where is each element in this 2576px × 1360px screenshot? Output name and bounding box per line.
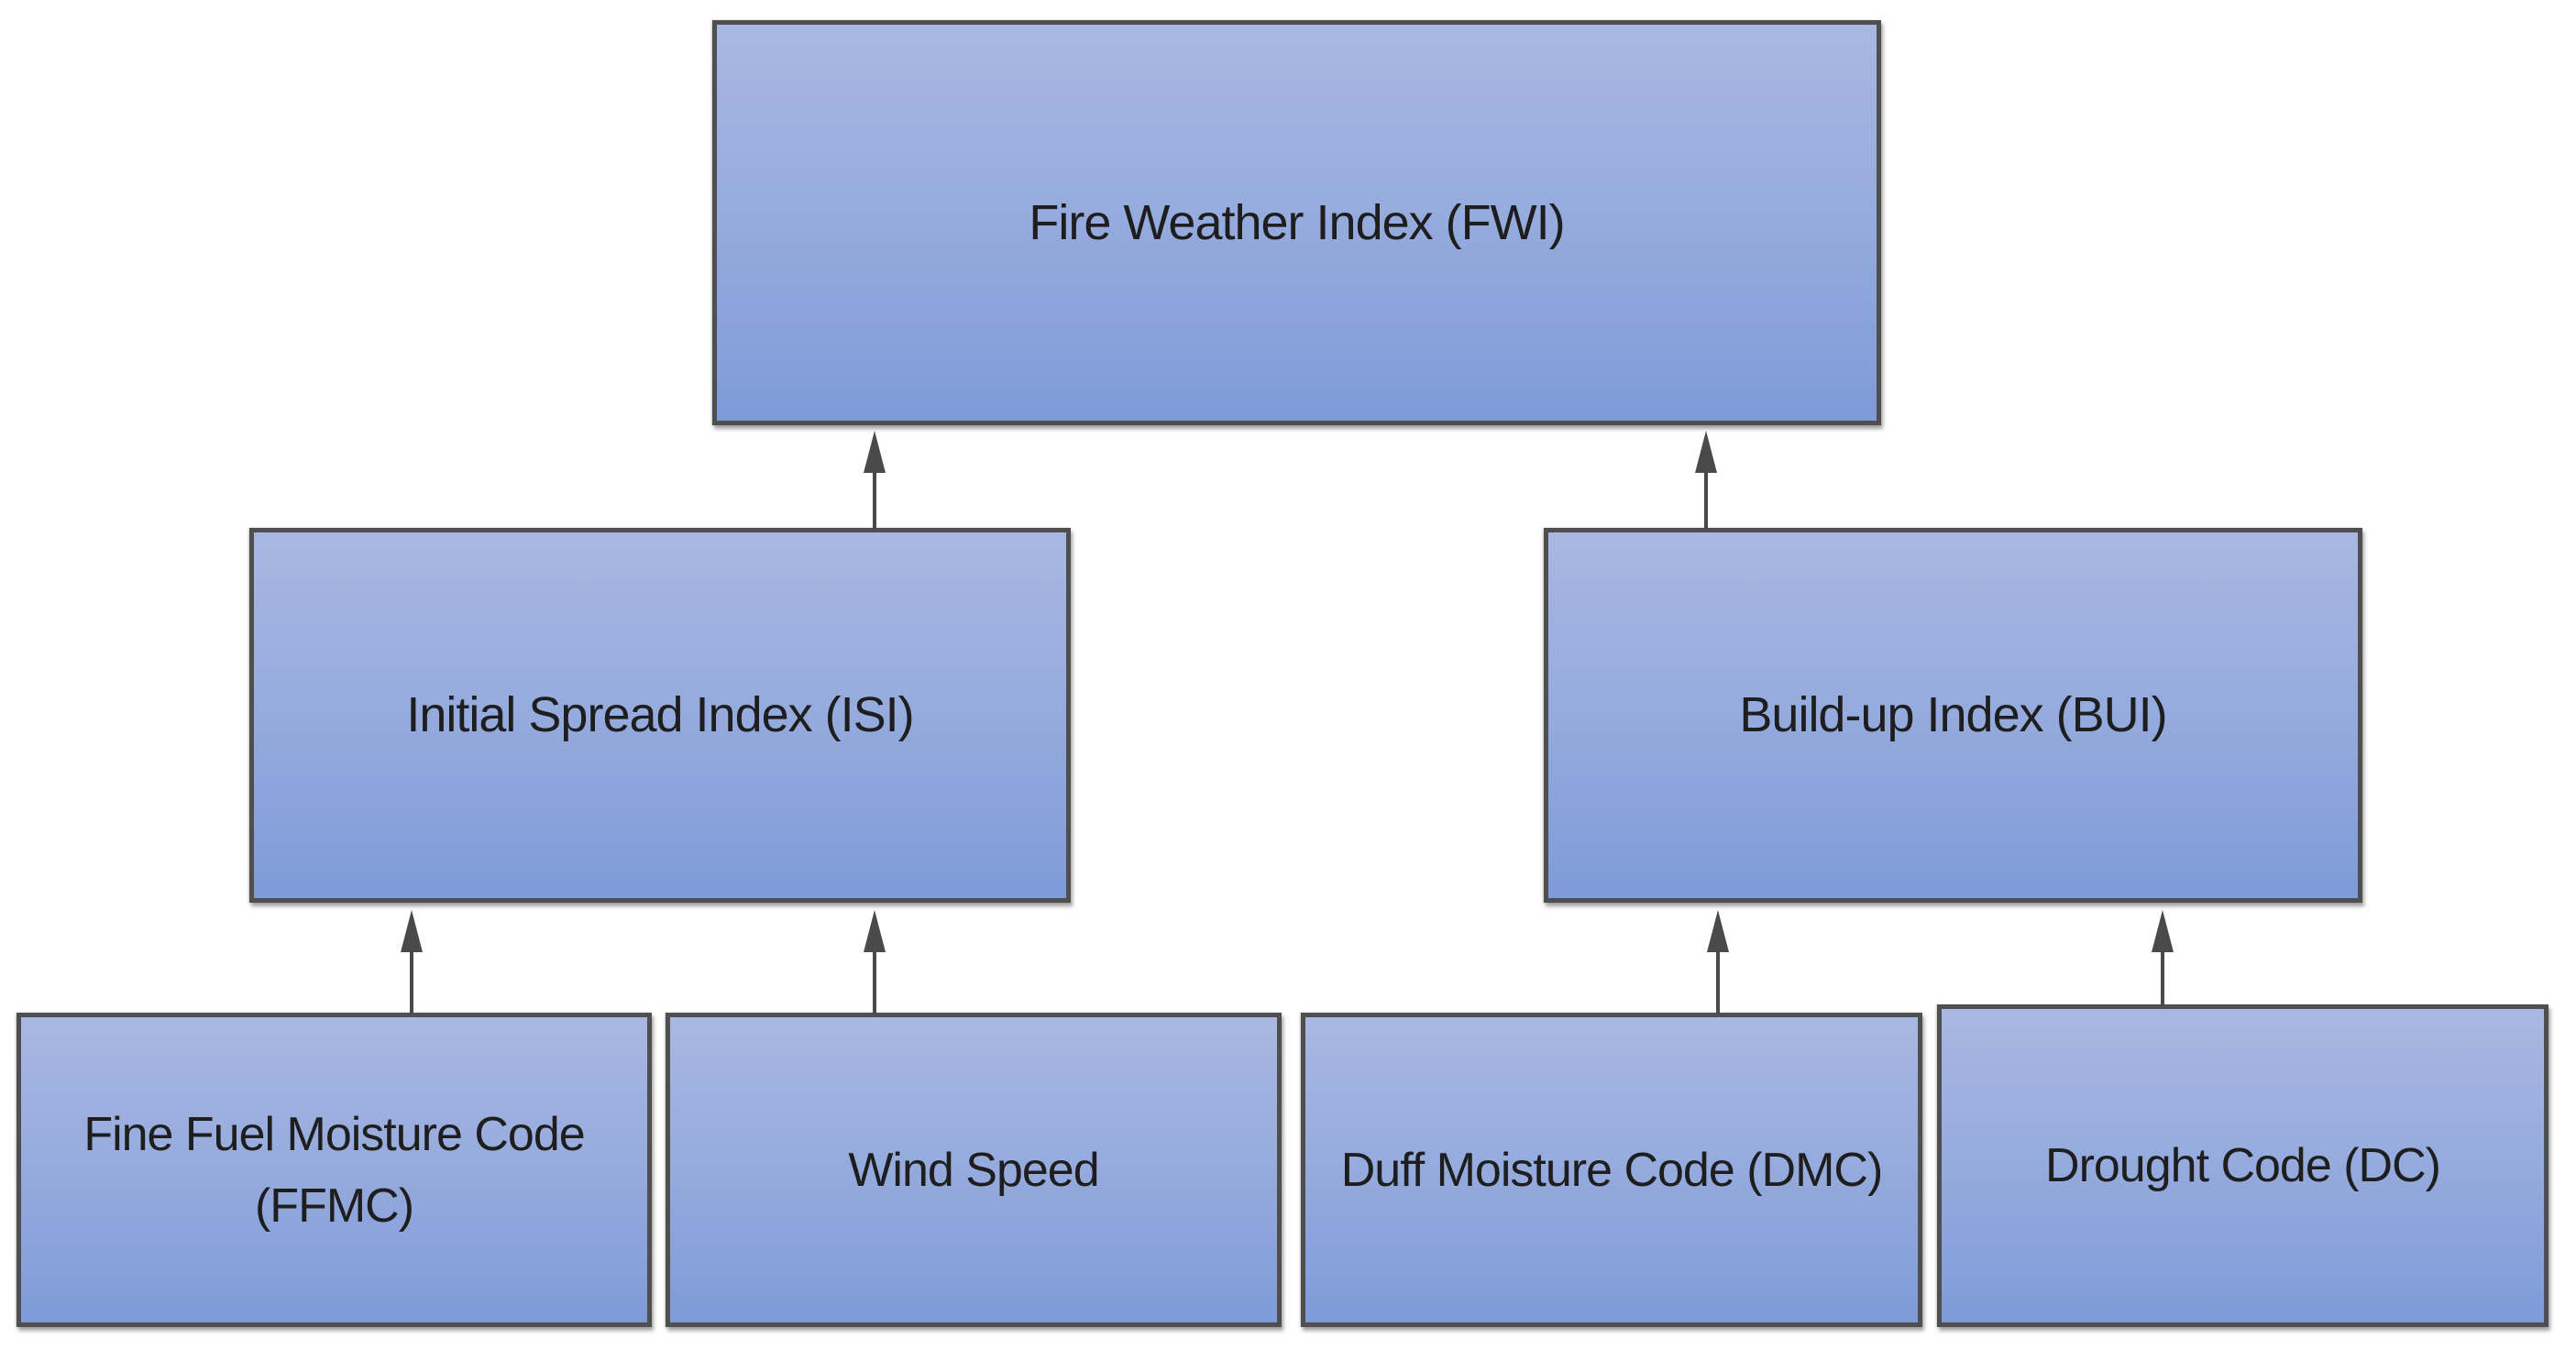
arrow-ffmc-to-isi	[400, 910, 424, 1015]
arrow-ffmc-to-isi-head	[401, 910, 423, 952]
node-initial-spread-index: Initial Spread Index (ISI)	[249, 528, 1071, 903]
node-fire-weather-index-label: Fire Weather Index (FWI)	[1029, 194, 1565, 250]
node-drought-code-label: Drought Code (DC)	[2045, 1139, 2441, 1192]
node-duff-moisture-code: Duff Moisture Code (DMC)	[1301, 1013, 1922, 1327]
node-drought-code: Drought Code (DC)	[1937, 1004, 2548, 1327]
arrow-dmc-to-bui-head	[1707, 910, 1729, 952]
node-fine-fuel-moisture-code: Fine Fuel Moisture Code (FFMC)	[17, 1013, 652, 1327]
node-wind-speed-label: Wind Speed	[848, 1143, 1099, 1197]
arrow-isi-to-fwi-head	[864, 431, 886, 473]
arrow-dc-to-bui-head	[2152, 910, 2174, 952]
node-build-up-index-label: Build-up Index (BUI)	[1739, 687, 2167, 742]
arrow-dmc-to-bui	[1706, 910, 1730, 1015]
arrow-bui-to-fwi-line	[1704, 467, 1708, 530]
arrow-isi-to-fwi	[863, 431, 886, 530]
arrow-bui-to-fwi-head	[1695, 431, 1717, 473]
node-duff-moisture-code-label: Duff Moisture Code (DMC)	[1340, 1143, 1884, 1197]
arrow-dc-to-bui-line	[2161, 947, 2164, 1006]
arrow-isi-to-fwi-line	[873, 467, 876, 530]
node-build-up-index: Build-up Index (BUI)	[1544, 528, 2362, 903]
arrow-dc-to-bui	[2151, 910, 2174, 1006]
arrow-dmc-to-bui-line	[1716, 947, 1720, 1015]
arrow-wind-to-isi-head	[864, 910, 886, 952]
arrow-ffmc-to-isi-line	[410, 947, 413, 1015]
arrow-wind-to-isi	[863, 910, 886, 1015]
arrow-wind-to-isi-line	[873, 947, 876, 1015]
node-wind-speed: Wind Speed	[666, 1013, 1282, 1327]
node-initial-spread-index-label: Initial Spread Index (ISI)	[406, 687, 914, 742]
arrow-bui-to-fwi	[1694, 431, 1718, 530]
node-fine-fuel-moisture-code-label: Fine Fuel Moisture Code (FFMC)	[83, 1107, 585, 1233]
node-fire-weather-index: Fire Weather Index (FWI)	[712, 20, 1881, 425]
